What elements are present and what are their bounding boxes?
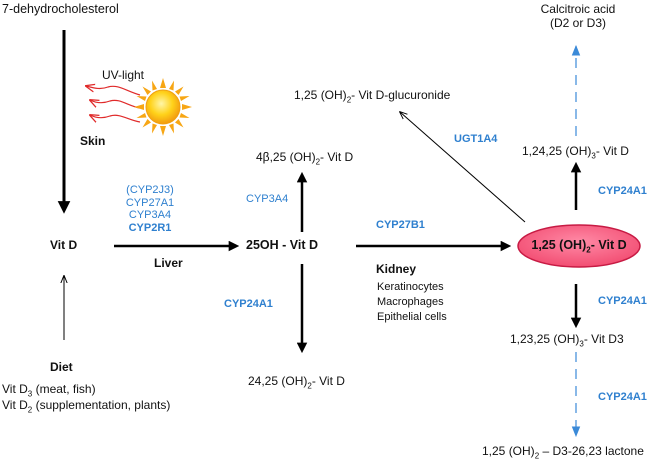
uv-ray-3: [90, 115, 141, 122]
uv-ray-2: [90, 100, 141, 109]
node-lactone: 1,25 (OH)2 – D3-26,23 lactone: [482, 444, 644, 461]
cell-keratinocytes: Keratinocytes: [377, 281, 444, 293]
node-25oh-vit-d: 25OH - Vit D: [246, 238, 319, 252]
enzyme-cyp2j3: (CYP2J3): [126, 184, 174, 196]
liver-label: Liver: [154, 256, 183, 270]
uv-ray-1: [86, 86, 141, 96]
node-7-dehydrocholesterol: 7-dehydrocholesterol: [2, 2, 119, 16]
enzyme-cyp24a1-right-1: CYP24A1: [598, 185, 647, 197]
node-calcitroic-acid: Calcitroic acid (D2 or D3): [528, 2, 628, 30]
enzyme-cyp24a1-right-3: CYP24A1: [598, 391, 647, 403]
enzyme-cyp3a4-beta: CYP3A4: [246, 193, 289, 205]
diet-label: Diet: [50, 360, 73, 374]
calcitroic-line-1: Calcitroic acid: [540, 2, 616, 16]
sun-icon: [134, 78, 192, 136]
enzyme-cyp27a1: CYP27A1: [125, 196, 175, 209]
enzyme-cyp24a1-right-2: CYP24A1: [598, 295, 647, 307]
uv-light-label: UV-light: [102, 68, 145, 82]
diet-source-d2: Vit D2 (supplementation, plants): [2, 398, 171, 415]
skin-label: Skin: [80, 134, 106, 148]
active-form-label: 1,25 (OH)2- Vit D: [531, 238, 627, 255]
node-1-23-25-oh3-vit-d3: 1,23,25 (OH)3- Vit D3: [510, 332, 624, 349]
active-form-ellipse: [517, 224, 641, 268]
node-1-25-oh2-vit-d: 1,25 (OH)2- Vit D: [516, 223, 642, 269]
node-glucuronide: 1,25 (OH)2- Vit D-glucuronide: [294, 88, 451, 105]
enzyme-cyp24a1-left: CYP24A1: [224, 298, 273, 310]
node-24-25-oh2-vit-d: 24,25 (OH)2- Vit D: [248, 374, 345, 391]
node-1-24-25-oh3-vit-d: 1,24,25 (OH)3- Vit D: [522, 144, 629, 161]
cell-epithelial: Epithelial cells: [377, 311, 447, 323]
kidney-label: Kidney: [376, 262, 417, 276]
enzyme-cyp27b1: CYP27B1: [376, 219, 425, 231]
enzyme-cyp2r1: CYP2R1: [128, 221, 172, 234]
cell-macrophages: Macrophages: [377, 296, 444, 308]
liver-enzymes: (CYP2J3) CYP27A1 CYP3A4 CYP2R1: [112, 184, 188, 234]
node-4beta-25-oh2-vit-d: 4β,25 (OH)2- Vit D: [256, 150, 354, 167]
arrow-active-to-glucuronide: [400, 112, 526, 223]
kidney-cell-list: Keratinocytes Macrophages Epithelial cel…: [377, 280, 447, 325]
diet-source-d3: Vit D3 (meat, fish): [2, 382, 96, 399]
enzyme-cyp3a4: CYP3A4: [128, 209, 172, 221]
calcitroic-line-2: (D2 or D3): [549, 16, 606, 30]
enzyme-ugt1a4: UGT1A4: [454, 133, 498, 145]
node-vit-d: Vit D: [50, 238, 78, 252]
